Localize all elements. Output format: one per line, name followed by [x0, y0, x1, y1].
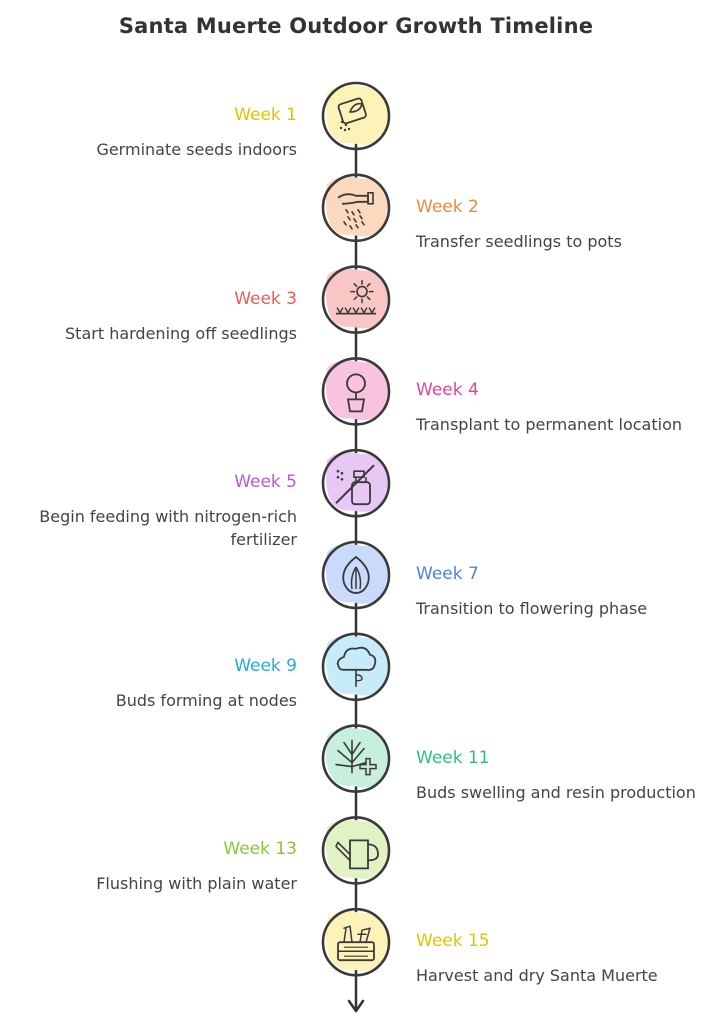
cloud-tree-icon	[336, 646, 377, 687]
milestone-description: Transplant to permanent location	[416, 415, 682, 435]
harvest-crate-icon	[337, 925, 375, 962]
milestone-description: Flushing with plain water	[96, 874, 297, 894]
milestone-week-label: Week 13	[223, 839, 297, 860]
milestone-fill	[326, 268, 388, 329]
page-title: Santa Muerte Outdoor Growth Timeline	[118, 14, 594, 38]
milestone-node	[321, 907, 391, 977]
milestone-node	[321, 173, 391, 243]
milestone-node	[321, 265, 391, 334]
milestone-circle	[321, 357, 391, 426]
milestone-week-label: Week 2	[416, 196, 479, 217]
milestone-description: Buds swelling and resin production	[416, 782, 696, 802]
milestone-fill	[326, 911, 388, 971]
seed-packet-icon	[337, 97, 367, 132]
cannabis-leaf-plus-icon	[335, 739, 377, 776]
watering-can-icon	[335, 839, 379, 870]
timeline-arrow-head	[347, 999, 365, 1013]
milestone-fill	[326, 819, 388, 880]
milestone-circle	[321, 81, 391, 151]
hand-sowing-seeds-icon	[337, 192, 374, 230]
milestone-circle	[321, 816, 391, 885]
milestone-node	[321, 540, 391, 610]
milestone-node	[321, 81, 391, 151]
milestone-circle	[321, 724, 391, 793]
milestone-description: Buds forming at nodes	[115, 690, 297, 710]
milestone-week-label: Week 11	[416, 747, 490, 768]
milestone-circle	[321, 265, 391, 334]
flower-bud-icon	[342, 555, 370, 594]
potted-tree-icon	[346, 373, 366, 413]
milestone-week-label: Week 15	[416, 931, 490, 952]
milestone-week-label: Week 9	[234, 655, 297, 676]
milestone-node	[321, 448, 391, 518]
milestone-week-label: Week 4	[416, 380, 479, 401]
milestone-circle	[321, 632, 391, 702]
milestone-fill	[326, 635, 388, 696]
milestone-week-label: Week 3	[234, 288, 297, 309]
milestone-fill	[326, 544, 388, 604]
milestone-description: Transition to flowering phase	[416, 599, 648, 618]
milestone-week-label: Week 7	[416, 564, 479, 584]
milestone-circle	[321, 448, 391, 518]
milestone-description: Begin feeding with nitrogen-rich fertili…	[39, 507, 297, 550]
sun-over-sprouts-icon	[336, 279, 376, 315]
milestone-fill	[326, 85, 388, 145]
milestone-description: Transfer seedlings to pots	[416, 231, 622, 251]
milestone-week-label: Week 5	[234, 472, 297, 493]
milestone-node	[321, 816, 391, 885]
milestone-circle	[321, 907, 391, 977]
spray-bottle-icon	[335, 464, 375, 506]
milestone-node	[321, 632, 391, 702]
milestone-fill	[326, 176, 388, 237]
milestone-fill	[326, 360, 388, 421]
milestone-description: Germinate seeds indoors	[96, 140, 297, 159]
milestone-node	[321, 357, 391, 426]
milestone-circle	[321, 540, 391, 610]
milestone-description: Start hardening off seedlings	[65, 323, 297, 343]
milestone-week-label: Week 1	[234, 105, 297, 125]
milestone-description: Harvest and dry Santa Muerte	[416, 966, 658, 986]
milestone-circle	[321, 173, 391, 243]
milestone-node	[321, 724, 391, 793]
